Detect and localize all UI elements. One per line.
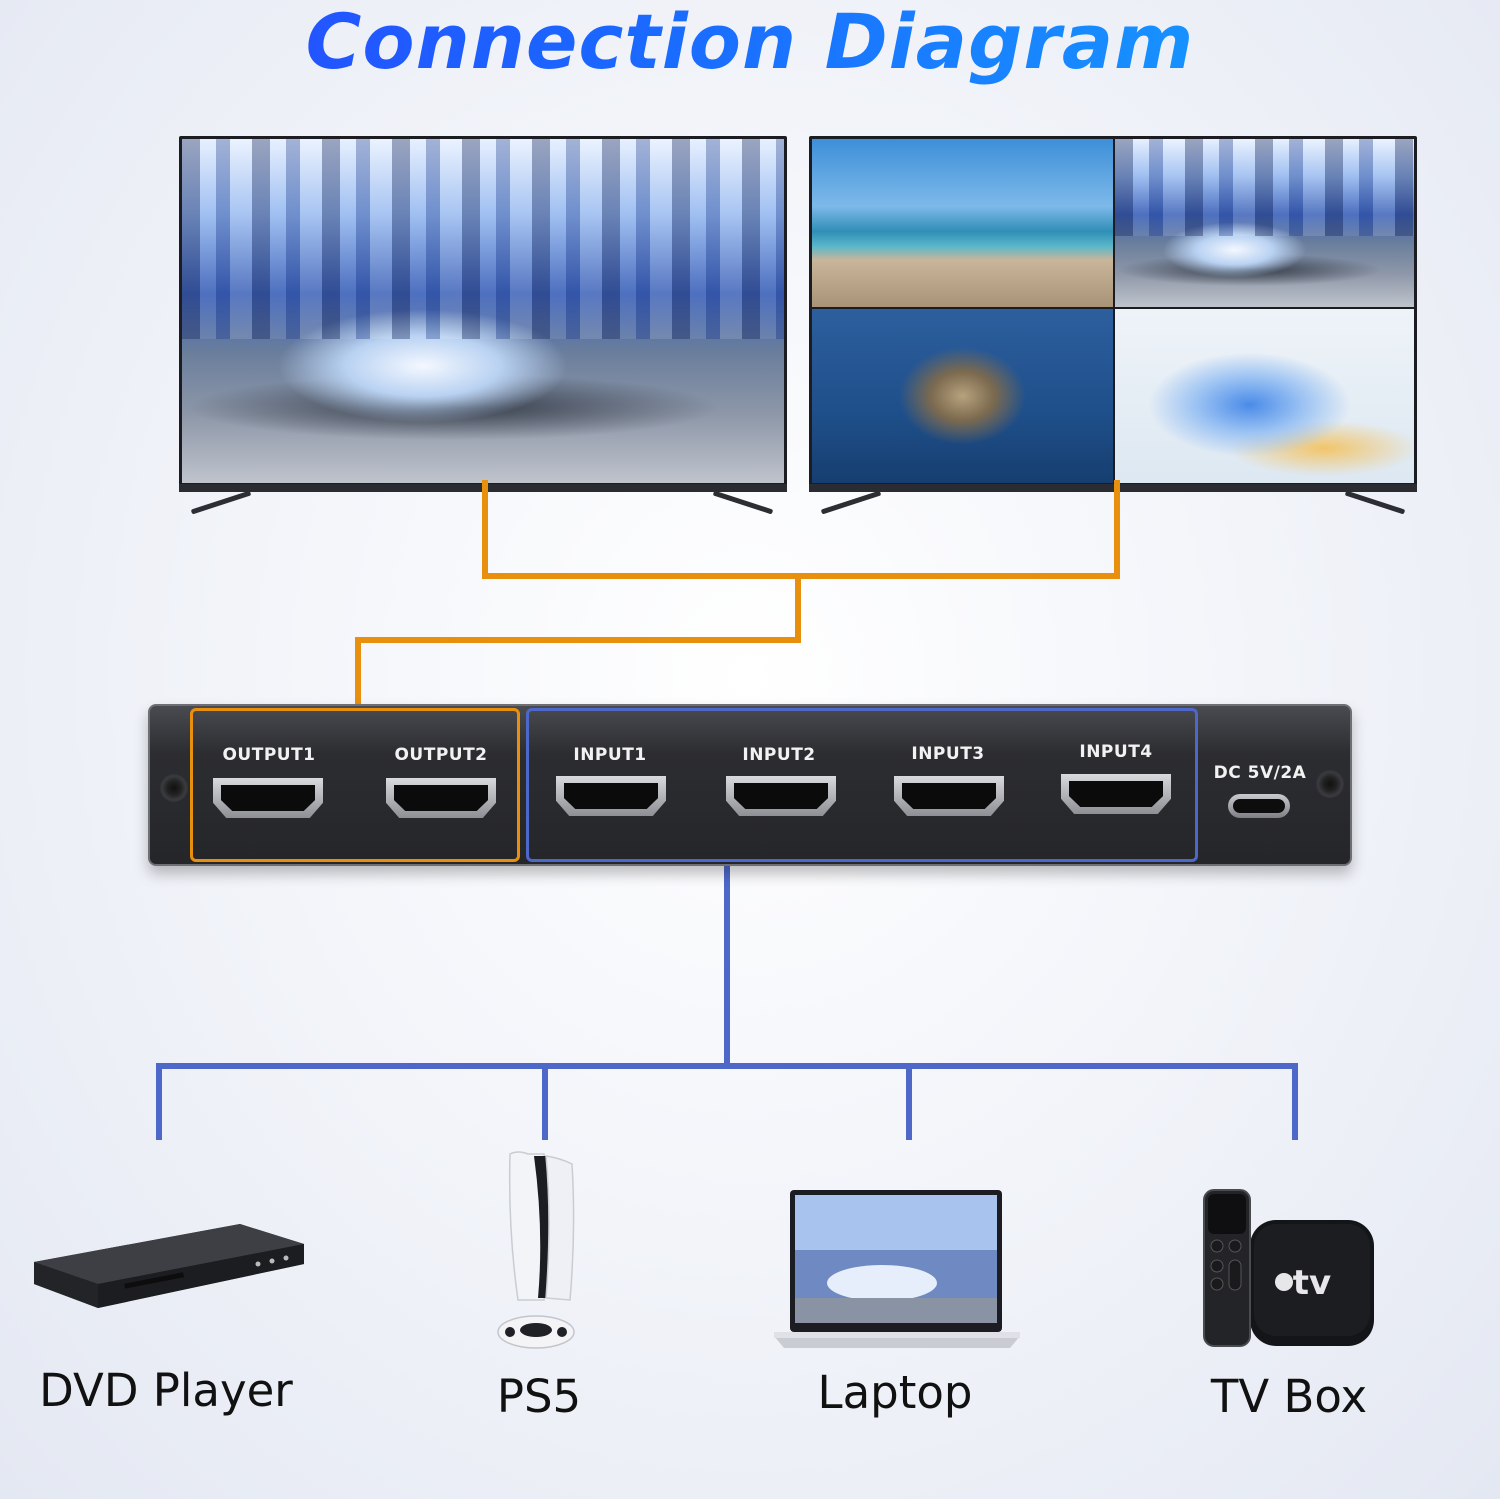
input4-label: INPUT4 [1079, 742, 1153, 762]
source-label-tv-box: TV Box [1210, 1370, 1368, 1423]
source-label-ps5: PS5 [496, 1370, 582, 1423]
ps5-console-icon [497, 1151, 575, 1349]
mount-screw-left [160, 774, 188, 802]
svg-text:tv: tv [1293, 1263, 1331, 1303]
input3-label: INPUT3 [911, 744, 985, 764]
output2-label: OUTPUT2 [394, 745, 488, 765]
laptop-icon [774, 1190, 1020, 1348]
input1-label: INPUT1 [573, 745, 647, 765]
output1-label: OUTPUT1 [222, 745, 316, 765]
pelican-image [812, 309, 1113, 483]
beach-camels-image [812, 139, 1113, 307]
input1-hdmi-port [556, 776, 666, 816]
source-label-dvd-player: DVD Player [39, 1364, 293, 1417]
car-wallpaper-image [182, 139, 784, 483]
mount-screw-right [1316, 770, 1344, 798]
output-cable [355, 480, 1120, 706]
diagram-title: Connection Diagram [0, 0, 1500, 100]
tv-display-2 [809, 136, 1417, 492]
tv-display-1 [179, 136, 787, 492]
power-label: DC 5V/2A [1213, 763, 1307, 783]
source-label-laptop: Laptop [817, 1366, 973, 1419]
car-wallpaper-image [1115, 139, 1414, 307]
input2-label: INPUT2 [742, 745, 816, 765]
abstract-flower-image [1115, 309, 1414, 483]
usb-c-power-port [1228, 794, 1290, 818]
input-port-group [526, 708, 1198, 862]
input2-hdmi-port [726, 776, 836, 816]
output-port-group [190, 708, 520, 862]
output2-hdmi-port [386, 778, 496, 818]
input4-hdmi-port [1061, 774, 1171, 814]
output1-hdmi-port [213, 778, 323, 818]
dvd-player-icon [34, 1224, 304, 1308]
input-cable [156, 862, 1298, 1140]
input3-hdmi-port [894, 776, 1004, 816]
tv-box-icon: tv [1203, 1189, 1374, 1347]
